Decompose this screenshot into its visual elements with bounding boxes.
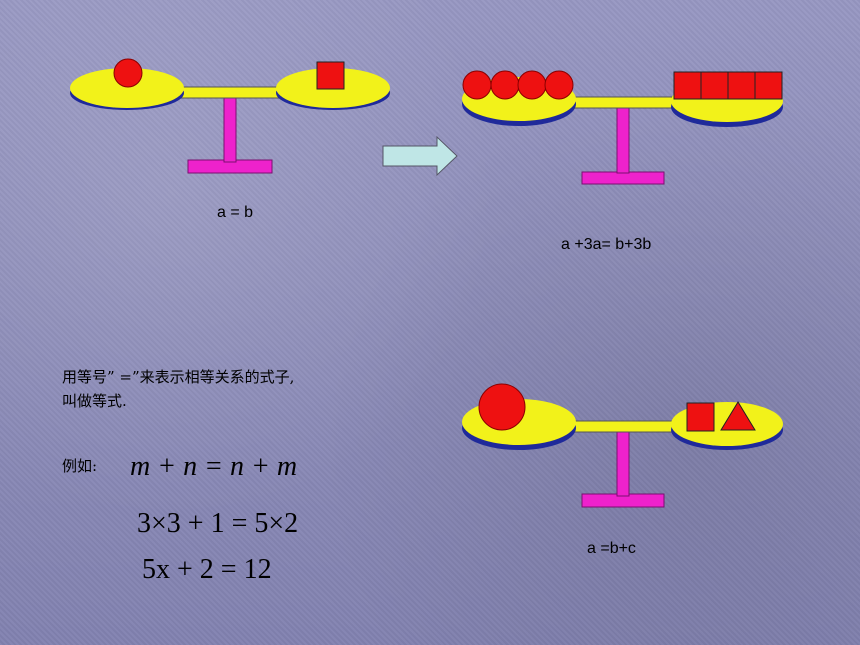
object-circle	[517, 70, 547, 100]
balance-2	[462, 70, 783, 185]
caption-balance-2: a +3a= b+3b	[561, 236, 652, 253]
object-square	[316, 61, 345, 90]
object-square	[673, 71, 702, 100]
stand-post	[223, 97, 237, 163]
balance-3	[462, 383, 783, 508]
definition-line-2: 叫做等式.	[62, 392, 127, 410]
object-circle	[490, 70, 520, 100]
stand-post	[616, 107, 630, 174]
object-large-circle	[478, 383, 526, 431]
right-arrow-icon	[382, 135, 458, 177]
definition-line-1: 用等号” =”来表示相等关系的式子,	[62, 368, 295, 386]
caption-balance-3: a =b+c	[587, 540, 636, 557]
stand-post	[616, 431, 630, 497]
examples-label: 例如:	[62, 457, 98, 475]
stand-base	[581, 171, 665, 185]
example-equation-1: m + n = n + m	[130, 451, 298, 482]
object-square	[727, 71, 756, 100]
beam	[179, 86, 281, 99]
object-square	[754, 71, 783, 100]
beam	[571, 420, 673, 433]
object-square	[700, 71, 729, 100]
example-equation-3: 5x + 2 = 12	[142, 554, 272, 585]
example-equation-2: 3×3 + 1 = 5×2	[137, 508, 299, 539]
beam	[571, 96, 673, 109]
object-circle	[544, 70, 574, 100]
caption-balance-1: a = b	[217, 204, 254, 221]
object-circle	[113, 58, 143, 88]
object-triangle	[720, 401, 756, 431]
left-pan	[70, 68, 184, 108]
object-square	[686, 402, 715, 432]
balance-1	[70, 58, 390, 174]
object-circle	[462, 70, 492, 100]
